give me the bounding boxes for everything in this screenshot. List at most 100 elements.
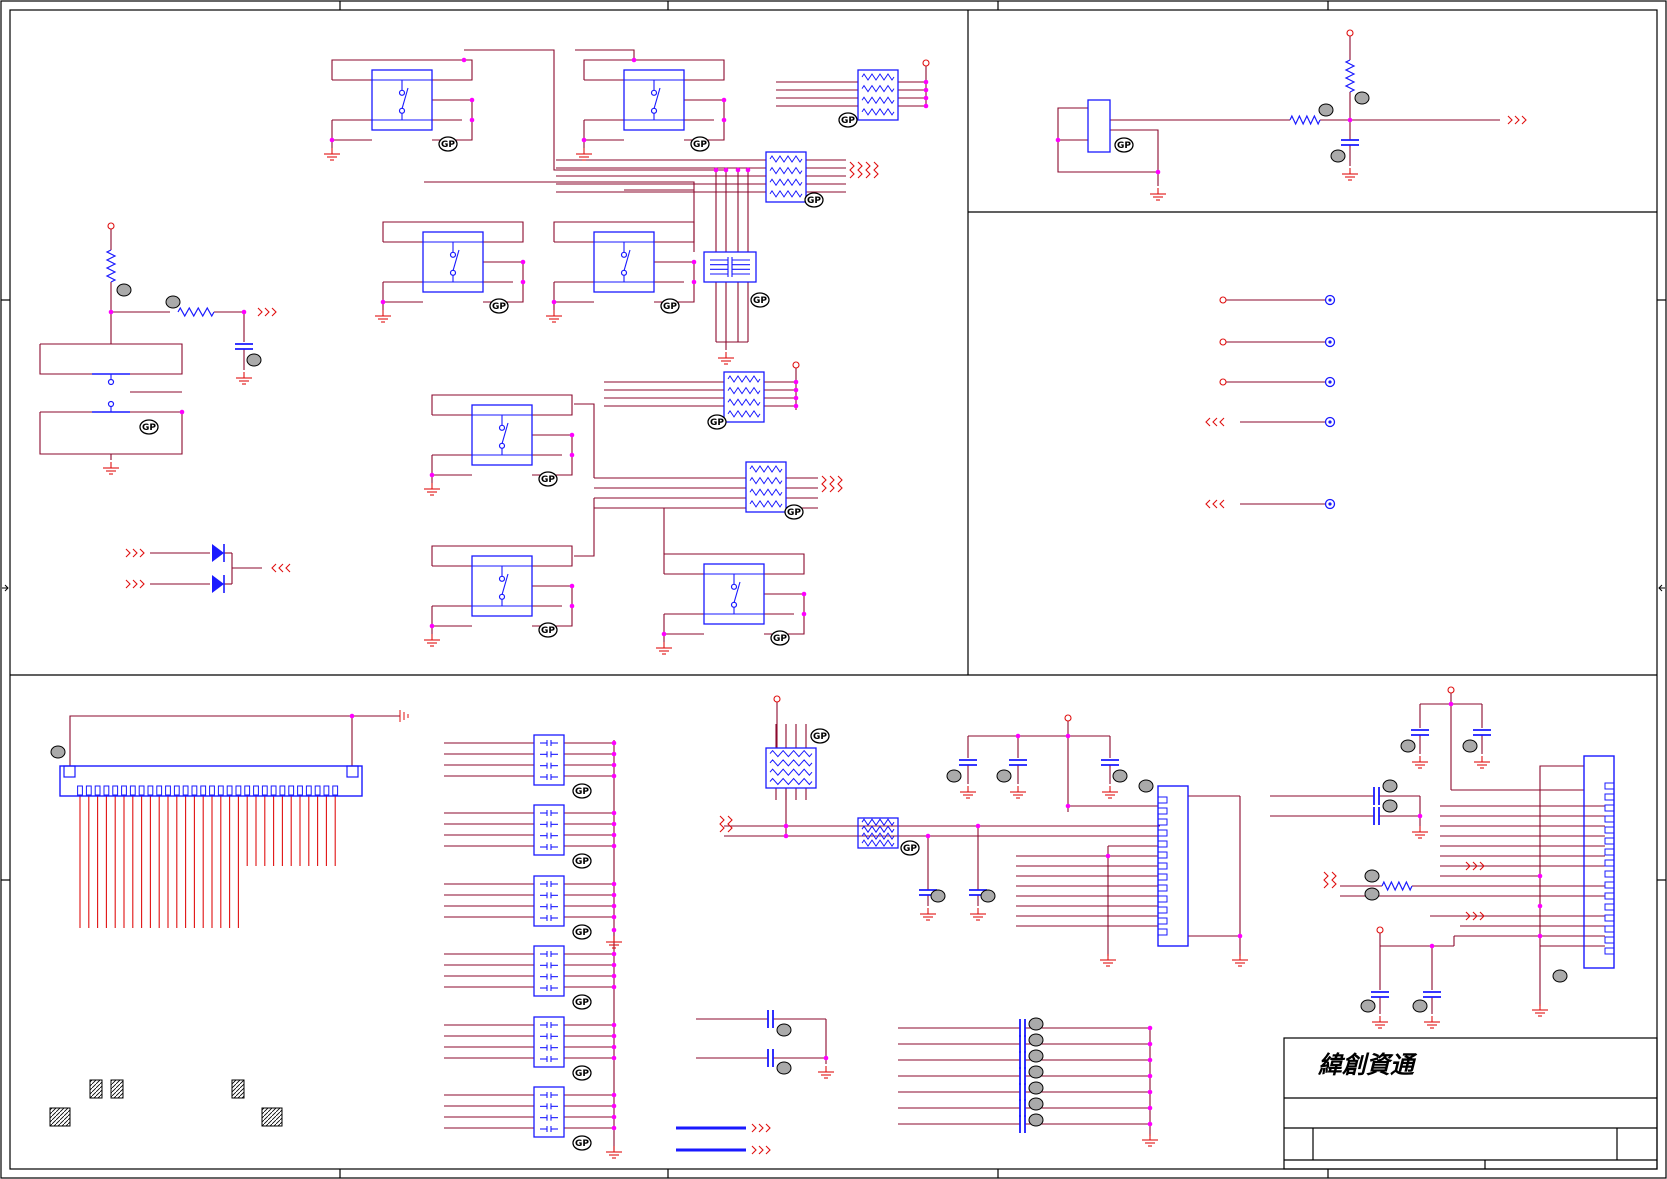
resistor-network-element xyxy=(769,759,813,767)
switch-lever xyxy=(623,249,631,271)
connector-pin xyxy=(288,785,295,796)
small-marker xyxy=(1382,779,1398,793)
offpage-connector xyxy=(751,1145,771,1155)
small-marker xyxy=(116,283,132,297)
resistor-network-body xyxy=(765,151,807,203)
part-marker-oval xyxy=(572,783,592,799)
switch-contact xyxy=(449,251,457,258)
offpage-connector xyxy=(1479,861,1485,871)
small-marker xyxy=(1028,1113,1044,1127)
offpage-connector xyxy=(139,579,145,589)
junction-dot xyxy=(1147,1121,1153,1127)
power-rail-symbol xyxy=(1346,29,1354,37)
small-marker xyxy=(1364,887,1380,901)
bus-port xyxy=(1323,871,1337,889)
small-marker xyxy=(1028,1065,1044,1079)
capacitor-array-body xyxy=(533,945,565,997)
part-marker-oval xyxy=(572,1135,592,1151)
wire xyxy=(431,394,573,416)
small-marker xyxy=(1400,739,1416,753)
connector-pin xyxy=(1604,826,1615,834)
part-marker-text: GP xyxy=(575,1139,589,1149)
switch-lever xyxy=(653,87,661,109)
resistor-network-body xyxy=(745,461,787,513)
capacitor xyxy=(959,759,977,766)
junction-dot xyxy=(520,279,526,285)
small-marker xyxy=(980,889,996,903)
offpage-connector xyxy=(1205,499,1225,509)
connector-pin xyxy=(1157,906,1168,914)
switch-body xyxy=(471,555,533,617)
connector-key xyxy=(346,765,359,778)
part-marker-text: GP xyxy=(663,302,677,312)
small-marker xyxy=(50,745,66,759)
capacitor xyxy=(1019,1083,1026,1101)
ground-symbol xyxy=(1102,786,1118,799)
capacitor xyxy=(235,343,253,350)
connector-pin xyxy=(1604,793,1615,801)
bus-port xyxy=(727,815,733,833)
diode xyxy=(212,575,224,593)
junction-dot xyxy=(380,299,386,305)
small-marker xyxy=(1360,999,1376,1013)
small-marker xyxy=(1028,1049,1044,1063)
diode xyxy=(212,544,224,562)
part-marker: GP xyxy=(572,994,592,1010)
connector-pin xyxy=(138,785,145,796)
junction-dot xyxy=(611,810,617,816)
connector-pin xyxy=(1604,881,1615,889)
offpage-connector xyxy=(1521,115,1527,125)
junction-dot xyxy=(793,395,799,401)
power-rail-symbol xyxy=(792,361,800,369)
connector-pin xyxy=(1604,859,1615,867)
junction-dot xyxy=(1147,1073,1153,1079)
junction-dot xyxy=(801,591,807,597)
junction-dot xyxy=(611,914,617,920)
connector-pin xyxy=(77,785,83,796)
resistor-network-body xyxy=(723,371,765,423)
small-marker xyxy=(776,1023,792,1037)
offpage-connector xyxy=(139,548,145,558)
small-marker xyxy=(1138,779,1154,793)
connector-pin xyxy=(1604,925,1615,933)
small-marker xyxy=(1462,739,1478,753)
resistor xyxy=(177,306,215,318)
resistor-network-element xyxy=(861,107,895,116)
switch-contact xyxy=(498,593,506,600)
offpage-connector xyxy=(1205,417,1225,427)
connector-body xyxy=(59,765,363,797)
small-marker xyxy=(1462,739,1478,753)
resistor-network-element xyxy=(727,409,761,418)
offpage-connector xyxy=(1507,115,1527,125)
bus-port xyxy=(849,161,855,179)
connector-pin xyxy=(253,785,259,796)
power-rail-symbol xyxy=(107,222,115,230)
small-marker xyxy=(776,1061,792,1075)
reset-ic xyxy=(1087,99,1111,153)
test-point xyxy=(1324,294,1336,306)
connector-pin xyxy=(1604,782,1615,790)
junction-dot xyxy=(611,1033,617,1039)
connector-pin xyxy=(1604,947,1615,955)
connector-pin xyxy=(1157,873,1168,881)
part-marker-oval xyxy=(572,994,592,1010)
connector-pin xyxy=(1157,818,1168,826)
switch-contact xyxy=(449,269,457,276)
capacitor xyxy=(1473,729,1491,736)
capacitor-array xyxy=(703,251,757,283)
mounting-pad xyxy=(110,1079,124,1099)
capacitor-array-body xyxy=(703,251,757,283)
wire xyxy=(663,553,805,575)
junction-dot xyxy=(975,823,981,829)
switch-lever xyxy=(733,581,741,603)
capacitor xyxy=(1411,729,1429,736)
bus-port xyxy=(1323,871,1329,889)
part-marker-text: GP xyxy=(1117,141,1131,151)
part-marker: GP xyxy=(707,414,727,430)
junction-dot xyxy=(793,403,799,409)
offpage-connector xyxy=(132,548,138,558)
wire xyxy=(583,120,624,141)
bus-port xyxy=(829,475,835,493)
